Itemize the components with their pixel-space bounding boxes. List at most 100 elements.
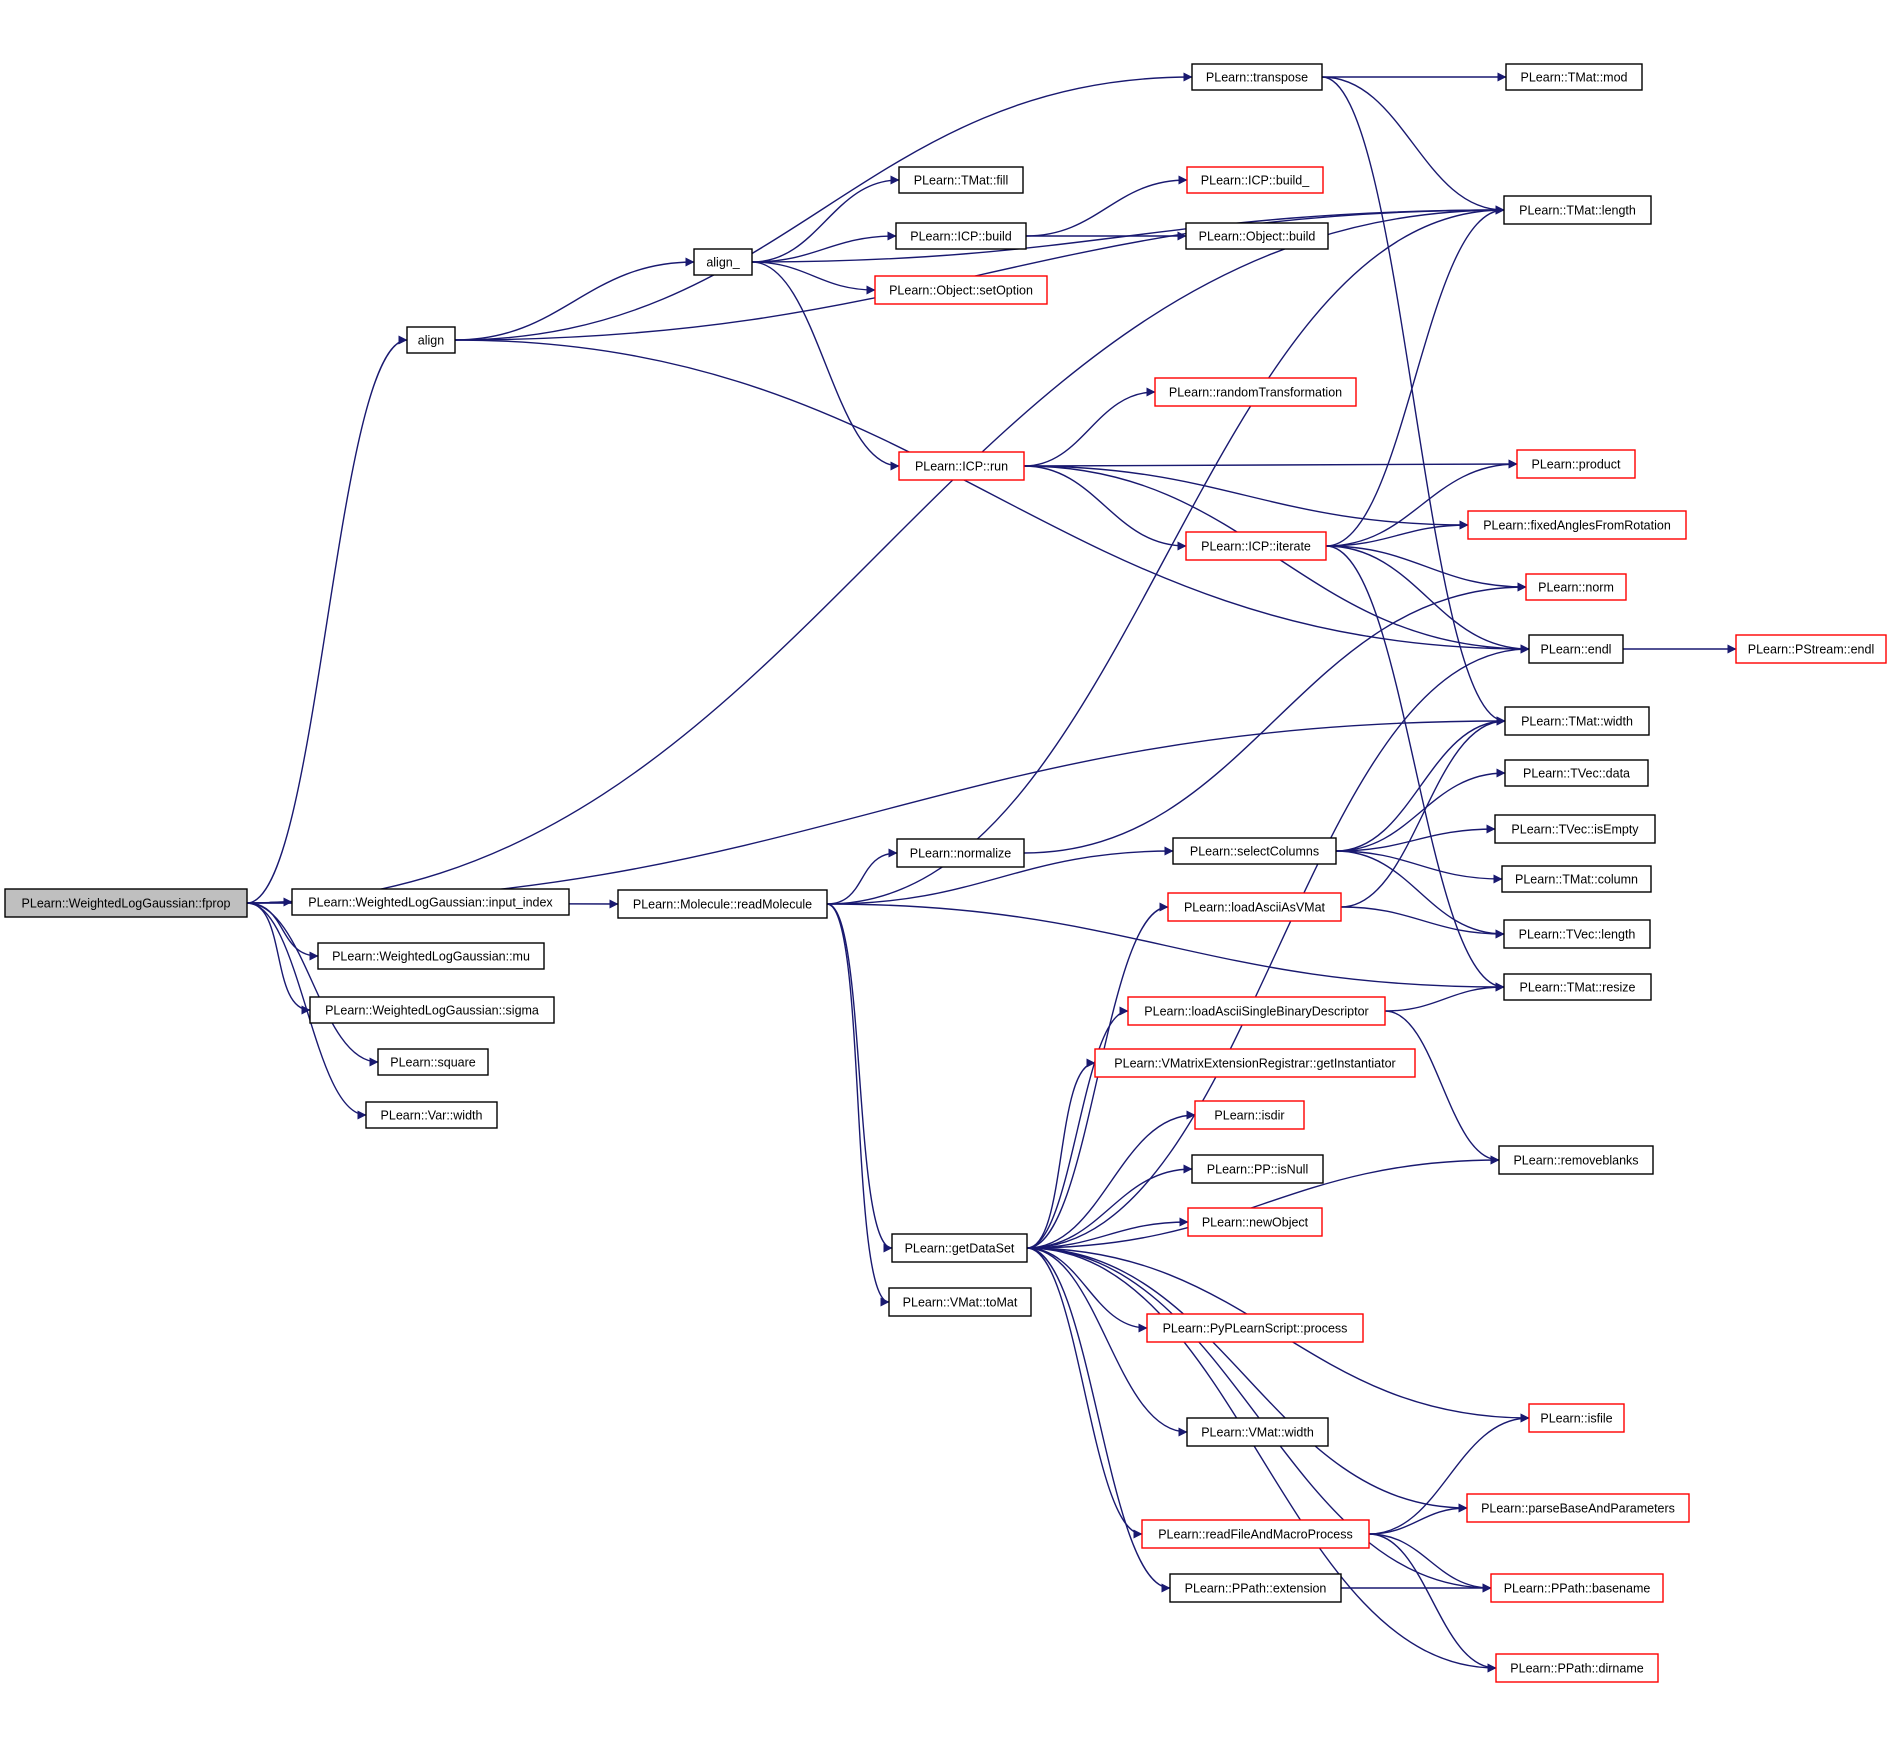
node-label: align: [418, 334, 444, 348]
node-mu[interactable]: PLearn::WeightedLogGaussian::mu: [317, 942, 545, 970]
node-tmat-column[interactable]: PLearn::TMat::column: [1501, 865, 1652, 893]
node-label: PLearn::endl: [1541, 643, 1612, 657]
node-label: PLearn::ICP::build_: [1201, 174, 1310, 188]
edge-getdataset-to-ppath-dirname: [1026, 1247, 1497, 1673]
node-label: PLearn::WeightedLogGaussian::sigma: [325, 1004, 539, 1018]
node-box: [898, 166, 1024, 194]
node-getdataset[interactable]: PLearn::getDataSet: [891, 1233, 1028, 1263]
node-input-index[interactable]: PLearn::WeightedLogGaussian::input_index: [291, 888, 570, 916]
node-box: [377, 1048, 489, 1076]
node-product[interactable]: PLearn::product: [1516, 449, 1636, 479]
node-endl[interactable]: PLearn::endl: [1528, 634, 1624, 664]
node-icp-run[interactable]: PLearn::ICP::run: [898, 451, 1025, 481]
node-label: PLearn::VMat::toMat: [903, 1296, 1018, 1310]
node-norm[interactable]: PLearn::norm: [1525, 573, 1627, 601]
edge-selectcolumns-to-tvec-data: [1335, 768, 1506, 852]
node-isfile[interactable]: PLearn::isfile: [1528, 1403, 1625, 1433]
node-box: [309, 996, 555, 1024]
edge-getdataset-to-isdir: [1026, 1110, 1196, 1249]
node-box: [365, 1101, 498, 1129]
node-fprop[interactable]: PLearn::WeightedLogGaussian::fprop: [4, 888, 248, 918]
node-label: PLearn::isdir: [1214, 1109, 1284, 1123]
edge-selectcolumns-to-tmat-width: [1335, 716, 1506, 852]
node-label: PLearn::PP::isNull: [1207, 1163, 1308, 1177]
node-label: PLearn::getDataSet: [905, 1242, 1015, 1256]
edge-getdataset-to-removeblanks: [1026, 1155, 1500, 1249]
edge-readmolecule-to-tmat-length: [826, 205, 1505, 905]
edge-readmolecule-to-vmat-tomat: [826, 903, 890, 1307]
node-setoption[interactable]: PLearn::Object::setOption: [874, 275, 1048, 305]
node-label: PLearn::Var::width: [381, 1109, 483, 1123]
node-label: align_: [706, 256, 740, 270]
node-box: [1501, 865, 1652, 893]
node-label: PLearn::Molecule::readMolecule: [633, 898, 812, 912]
node-tvec-data[interactable]: PLearn::TVec::data: [1504, 759, 1649, 787]
node-normalize[interactable]: PLearn::normalize: [896, 838, 1025, 868]
node-var-width[interactable]: PLearn::Var::width: [365, 1101, 498, 1129]
node-pyplearnscript[interactable]: PLearn::PyPLearnScript::process: [1146, 1313, 1364, 1343]
node-label: PLearn::loadAsciiAsVMat: [1184, 901, 1326, 915]
node-vmat-width[interactable]: PLearn::VMat::width: [1186, 1417, 1329, 1447]
node-tmat-mod[interactable]: PLearn::TMat::mod: [1505, 63, 1643, 91]
node-box: [617, 889, 828, 919]
node-isdir[interactable]: PLearn::isdir: [1194, 1100, 1305, 1130]
node-readfileandmacro[interactable]: PLearn::readFileAndMacroProcess: [1141, 1519, 1370, 1549]
node-parsebase[interactable]: PLearn::parseBaseAndParameters: [1466, 1493, 1690, 1523]
node-box: [1504, 759, 1649, 787]
edge-getdataset-to-endl: [1026, 644, 1530, 1249]
node-square[interactable]: PLearn::square: [377, 1048, 489, 1076]
node-label: PLearn::WeightedLogGaussian::input_index: [308, 896, 553, 910]
node-tmat-width[interactable]: PLearn::TMat::width: [1504, 706, 1650, 736]
node-readmolecule[interactable]: PLearn::Molecule::readMolecule: [617, 889, 828, 919]
edge-getdataset-to-newobject: [1026, 1217, 1189, 1249]
node-icp-build[interactable]: PLearn::ICP::build: [895, 222, 1027, 250]
node-box: [1191, 63, 1323, 91]
node-pstream-endl[interactable]: PLearn::PStream::endl: [1735, 634, 1887, 664]
node-tvec-isempty[interactable]: PLearn::TVec::isEmpty: [1494, 814, 1656, 844]
node-sigma[interactable]: PLearn::WeightedLogGaussian::sigma: [309, 996, 555, 1024]
node-label: PLearn::TVec::isEmpty: [1511, 823, 1639, 837]
node-align[interactable]: align: [406, 326, 456, 354]
node-tmat-fill[interactable]: PLearn::TMat::fill: [898, 166, 1024, 194]
node-box: [1466, 1493, 1690, 1523]
edge-transpose-to-tmat-width: [1321, 76, 1506, 726]
node-loadasciiasvmat[interactable]: PLearn::loadAsciiAsVMat: [1167, 892, 1342, 922]
node-ppath-basename[interactable]: PLearn::PPath::basename: [1490, 1573, 1664, 1603]
node-icp-iterate[interactable]: PLearn::ICP::iterate: [1185, 531, 1327, 561]
node-box: [1503, 195, 1652, 225]
node-box: [898, 451, 1025, 481]
node-box: [1146, 1313, 1364, 1343]
node-randomtransformation[interactable]: PLearn::randomTransformation: [1154, 377, 1357, 407]
node-newobject[interactable]: PLearn::newObject: [1187, 1207, 1323, 1237]
node-tvec-length[interactable]: PLearn::TVec::length: [1503, 919, 1651, 949]
node-pp-isnull[interactable]: PLearn::PP::isNull: [1191, 1154, 1324, 1184]
node-label: PLearn::ICP::iterate: [1201, 540, 1311, 554]
node-align-[interactable]: align_: [693, 248, 753, 276]
edge-align--to-setoption: [751, 261, 876, 295]
node-removeblanks[interactable]: PLearn::removeblanks: [1498, 1145, 1654, 1175]
node-label: PLearn::PyPLearnScript::process: [1163, 1322, 1348, 1336]
node-transpose[interactable]: PLearn::transpose: [1191, 63, 1323, 91]
node-ppath-dirname[interactable]: PLearn::PPath::dirname: [1495, 1653, 1659, 1683]
node-getinstantiator[interactable]: PLearn::VMatrixExtensionRegistrar::getIn…: [1094, 1048, 1416, 1078]
edge-readmolecule-to-normalize: [826, 848, 898, 905]
node-tmat-length[interactable]: PLearn::TMat::length: [1503, 195, 1652, 225]
node-label: PLearn::PPath::basename: [1504, 1582, 1651, 1596]
node-ppath-extension[interactable]: PLearn::PPath::extension: [1169, 1573, 1342, 1603]
node-object-build[interactable]: PLearn::Object::build: [1185, 222, 1329, 250]
node-vmat-tomat[interactable]: PLearn::VMat::toMat: [888, 1287, 1032, 1317]
node-box: [1528, 634, 1624, 664]
node-label: PLearn::VMatrixExtensionRegistrar::getIn…: [1114, 1057, 1395, 1071]
node-loadasciisingle[interactable]: PLearn::loadAsciiSingleBinaryDescriptor: [1127, 996, 1386, 1026]
node-selectcolumns[interactable]: PLearn::selectColumns: [1172, 837, 1337, 865]
node-icp-build-[interactable]: PLearn::ICP::build_: [1186, 166, 1324, 194]
edge-readmolecule-to-tmat-resize: [826, 903, 1505, 992]
node-box: [1127, 996, 1386, 1026]
node-label: PLearn::Object::setOption: [889, 284, 1033, 298]
node-fixedangles[interactable]: PLearn::fixedAnglesFromRotation: [1467, 510, 1687, 540]
node-box: [406, 326, 456, 354]
edge-icp-iterate-to-product: [1325, 459, 1518, 547]
node-tmat-resize[interactable]: PLearn::TMat::resize: [1503, 973, 1652, 1001]
edge-align-to-transpose: [454, 72, 1193, 341]
